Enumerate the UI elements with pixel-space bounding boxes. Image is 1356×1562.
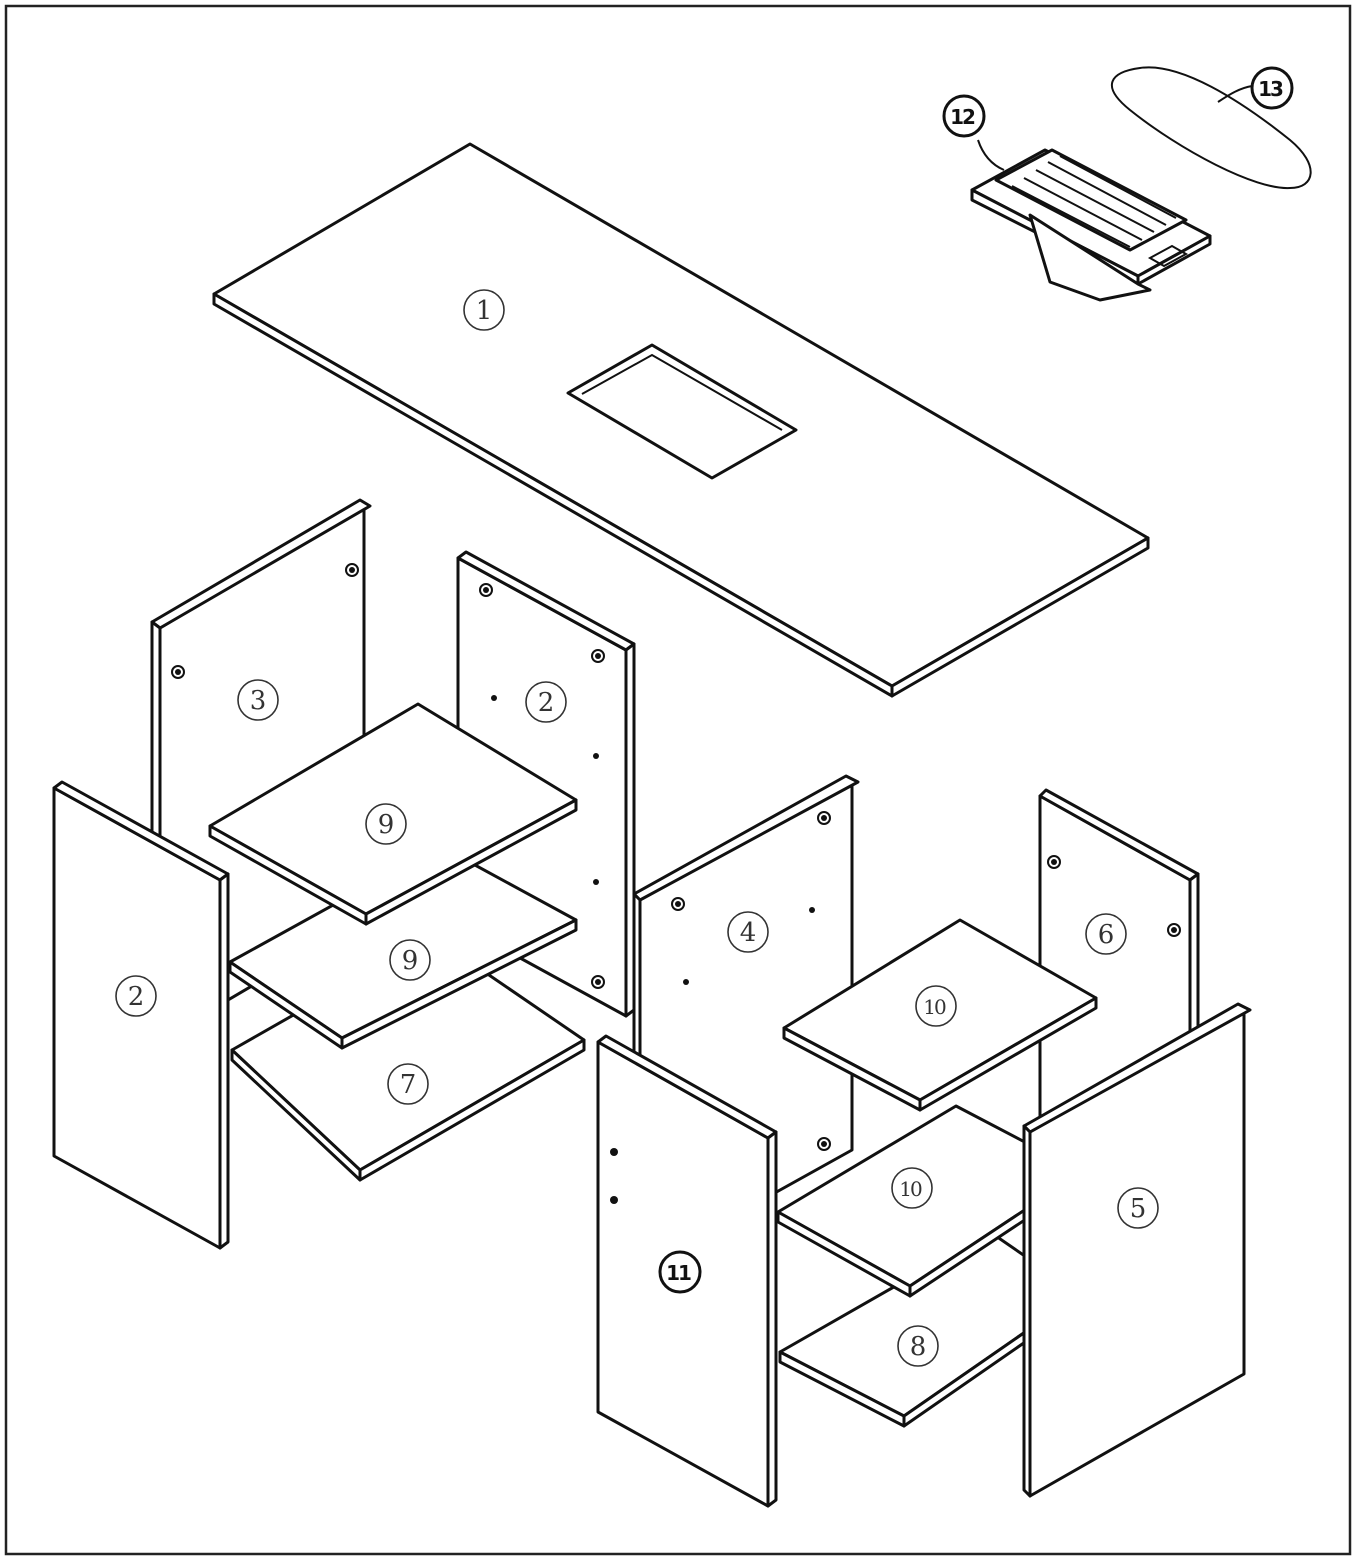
label-text-1: 1: [476, 296, 493, 326]
label-part-1: 1: [463, 289, 505, 331]
diagram-frame: [4, 4, 1352, 1556]
label-part-5: 5: [1117, 1187, 1159, 1229]
label-part-12: 12: [942, 94, 986, 138]
label-part-7: 7: [387, 1063, 429, 1105]
label-text-7: 7: [400, 1070, 417, 1100]
label-part-9-top: 9: [365, 803, 407, 845]
label-text-10-mid: 10: [899, 1177, 922, 1201]
label-part-13: 13: [1250, 66, 1294, 110]
part-9-top-shelf: [208, 702, 578, 926]
label-text-5: 5: [1130, 1194, 1147, 1224]
label-text-3: 3: [250, 686, 267, 716]
label-part-9-mid: 9: [389, 939, 431, 981]
label-text-9-mid: 9: [402, 946, 419, 976]
label-part-8: 8: [897, 1325, 939, 1367]
part-10-top-shelf: [782, 918, 1098, 1112]
label-part-4: 4: [727, 911, 769, 953]
label-text-2-front: 2: [128, 982, 145, 1012]
label-text-13: 13: [1258, 77, 1283, 101]
label-text-12: 12: [950, 105, 975, 129]
label-part-10-mid: 10: [891, 1167, 933, 1209]
label-text-4: 4: [740, 918, 757, 948]
label-part-2-back: 2: [525, 681, 567, 723]
part-2-front-left-panel: [52, 780, 230, 1250]
label-part-2-front: 2: [115, 975, 157, 1017]
label-part-6: 6: [1085, 913, 1127, 955]
part-1-top-board: [212, 142, 1150, 698]
part-11-front-panel: [596, 1034, 778, 1508]
label-text-10-top: 10: [923, 995, 946, 1019]
part-5-front-panel: [1022, 1002, 1252, 1498]
label-part-11: 11: [658, 1250, 702, 1294]
label-text-9-top: 9: [378, 810, 395, 840]
part-7-bottom-shelf: [230, 934, 586, 1182]
part-13-pad: [1110, 66, 1312, 190]
part-12-vent: [970, 139, 1212, 302]
label-text-11: 11: [666, 1261, 691, 1285]
label-text-6: 6: [1098, 920, 1115, 950]
label-text-2-back: 2: [538, 688, 555, 718]
label-part-10-top: 10: [915, 985, 957, 1027]
part-8-bottom-shelf: [778, 1230, 1082, 1428]
label-part-3: 3: [237, 679, 279, 721]
label-text-8: 8: [910, 1332, 927, 1362]
